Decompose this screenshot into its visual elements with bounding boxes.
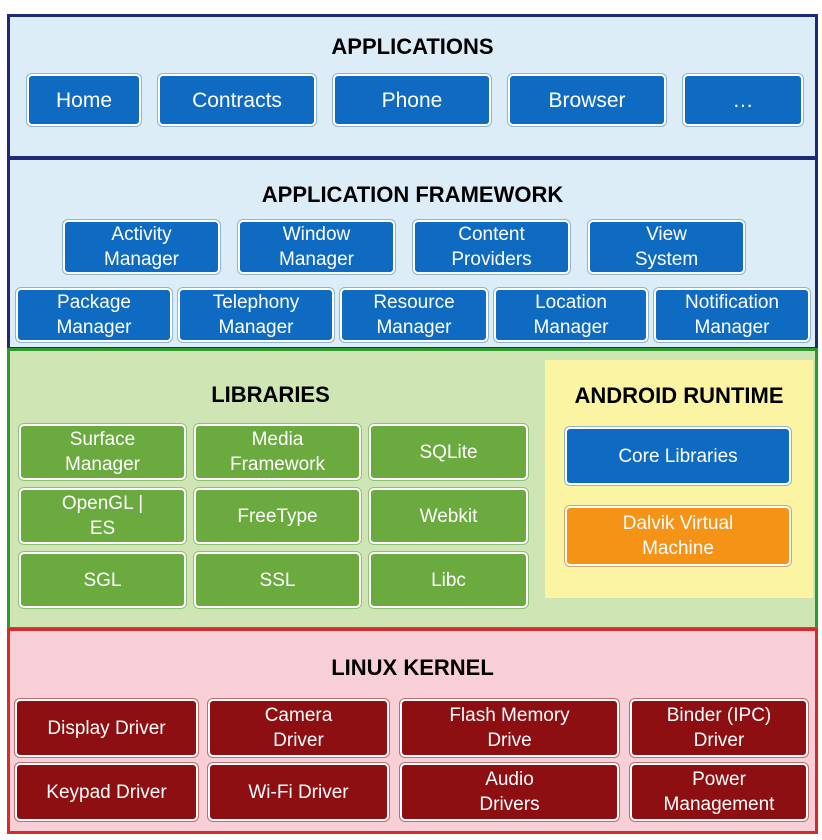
- app-box-more: …: [683, 74, 803, 126]
- library-opengl-es: OpenGL | ES: [19, 488, 186, 544]
- framework-telephony-manager: Telephony Manager: [178, 288, 334, 342]
- runtime-core-libraries: Core Libraries: [565, 427, 791, 485]
- framework-package-manager: Package Manager: [16, 288, 172, 342]
- framework-resource-manager: Resource Manager: [340, 288, 488, 342]
- kernel-power-management: Power Management: [630, 763, 808, 821]
- applications-layer: APPLICATIONS Home Contracts Phone Browse…: [7, 14, 818, 159]
- app-box-phone: Phone: [333, 74, 491, 126]
- library-media-framework: Media Framework: [194, 424, 361, 480]
- library-surface-manager: Surface Manager: [19, 424, 186, 480]
- kernel-title: LINUX KERNEL: [331, 655, 494, 680]
- framework-location-manager: Location Manager: [494, 288, 648, 342]
- libraries-layer: LIBRARIES Surface Manager Media Framewor…: [7, 348, 818, 630]
- kernel-camera-driver: Camera Driver: [208, 699, 389, 757]
- framework-title: APPLICATION FRAMEWORK: [261, 182, 564, 207]
- library-sgl: SGL: [19, 552, 186, 608]
- framework-view-system: View System: [588, 220, 745, 274]
- framework-content-providers: Content Providers: [413, 220, 570, 274]
- framework-notification-manager: Notification Manager: [654, 288, 810, 342]
- kernel-layer: LINUX KERNEL Display Driver Camera Drive…: [7, 628, 818, 834]
- app-box-browser: Browser: [508, 74, 666, 126]
- framework-window-manager: Window Manager: [238, 220, 395, 274]
- kernel-audio-drivers: Audio Drivers: [400, 763, 619, 821]
- app-box-home: Home: [27, 74, 141, 126]
- library-libc: Libc: [369, 552, 528, 608]
- library-webkit: Webkit: [369, 488, 528, 544]
- app-box-contracts: Contracts: [158, 74, 316, 126]
- framework-layer: APPLICATION FRAMEWORK Activity Manager W…: [7, 157, 818, 350]
- runtime-dalvik-vm: Dalvik Virtual Machine: [565, 506, 791, 566]
- library-sqlite: SQLite: [369, 424, 528, 480]
- android-runtime-title: ANDROID RUNTIME: [574, 383, 784, 408]
- library-freetype: FreeType: [194, 488, 361, 544]
- libraries-title: LIBRARIES: [211, 382, 330, 407]
- kernel-binder-ipc-driver: Binder (IPC) Driver: [630, 699, 808, 757]
- kernel-keypad-driver: Keypad Driver: [15, 763, 198, 821]
- kernel-flash-memory-drive: Flash Memory Drive: [400, 699, 619, 757]
- applications-title: APPLICATIONS: [331, 34, 494, 59]
- kernel-display-driver: Display Driver: [15, 699, 198, 757]
- framework-activity-manager: Activity Manager: [63, 220, 220, 274]
- android-runtime-panel: ANDROID RUNTIME Core Libraries Dalvik Vi…: [545, 360, 813, 598]
- library-ssl: SSL: [194, 552, 361, 608]
- kernel-wifi-driver: Wi-Fi Driver: [208, 763, 389, 821]
